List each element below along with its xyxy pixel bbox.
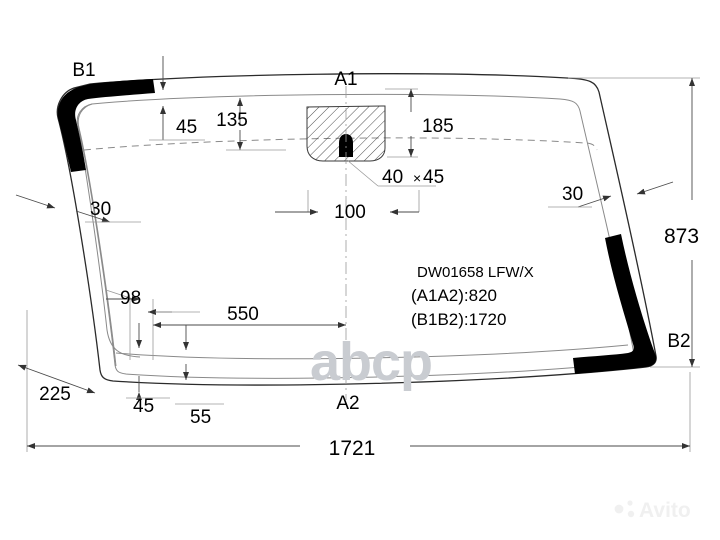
avito-wordmark: Avito [639, 499, 691, 522]
avito-dot-large [614, 504, 624, 514]
dim-value-873: 873 [664, 225, 699, 248]
spec-b1b2: (B1B2):1720 [411, 310, 506, 329]
dim-value-1721: 1721 [329, 437, 376, 460]
dim-mirror-size: 40 × 45 [346, 159, 444, 188]
spec-text-block: DW01658 LFW/X (A1A2):820 (B1B2):1720 [411, 264, 534, 329]
dim-a2-bottom: A2 [336, 393, 359, 414]
dim-left-edge-30: 30 [15, 194, 141, 223]
dim-value-225: 225 [39, 384, 71, 405]
label-a2: A2 [336, 393, 359, 414]
dim-bottom-left-225: 225 [17, 364, 96, 405]
dim-top-band-135: 135 [216, 98, 286, 151]
black-band-b2 [573, 234, 657, 374]
dim-overall-width-1721: 1721 [26, 310, 691, 460]
dim-value-40: 40 [382, 167, 403, 188]
dim-value-45-mirror: 45 [423, 167, 444, 188]
dim-a1-top: A1 [334, 69, 357, 90]
shade-band-dashed-line [83, 137, 598, 151]
dim-value-45-bottom: 45 [133, 396, 154, 417]
watermark-abcp: abcp [310, 332, 432, 392]
label-b1: B1 [72, 60, 95, 81]
dim-value-100: 100 [334, 202, 366, 223]
black-band-b1 [57, 79, 155, 172]
dim-value-185: 185 [422, 116, 454, 137]
dim-value-550: 550 [227, 304, 259, 325]
dim-right-edge-30: 30 [548, 181, 674, 208]
label-b2: B2 [667, 331, 690, 352]
dim-value-30-right: 30 [562, 184, 583, 205]
dim-mirror-height-185: 185 [385, 88, 454, 158]
dim-value-30-left: 30 [90, 199, 111, 220]
watermark-avito: Avito [614, 499, 691, 522]
avito-dot-small-top [627, 500, 633, 506]
dim-top-band-45: 45 [149, 56, 205, 141]
dim-bottom-45: 45 [126, 323, 170, 417]
dim-b1-corner: B1 [72, 60, 95, 81]
dim-mirror-offset-100: 100 [275, 190, 420, 223]
avito-dot-small-bottom [627, 510, 635, 518]
dim-value-55: 55 [190, 407, 211, 428]
label-a1: A1 [334, 69, 357, 90]
dim-value-98: 98 [120, 288, 141, 309]
dim-value-45-top: 45 [176, 117, 197, 138]
dim-bottom-98: 98 [105, 288, 200, 360]
bottom-inner-line [115, 344, 629, 360]
dim-overall-height-873: 873 [568, 77, 700, 368]
dim-mult-sign: × [413, 170, 421, 186]
spec-a1a2: (A1A2):820 [411, 286, 497, 305]
left-lower-inner-curve [77, 103, 141, 367]
dim-value-135: 135 [216, 110, 248, 131]
dim-bottom-550: 550 [152, 304, 346, 360]
dim-bottom-55: 55 [175, 325, 224, 428]
spec-part-number: DW01658 LFW/X [417, 264, 534, 281]
dim-b2-corner: B2 [667, 331, 690, 352]
